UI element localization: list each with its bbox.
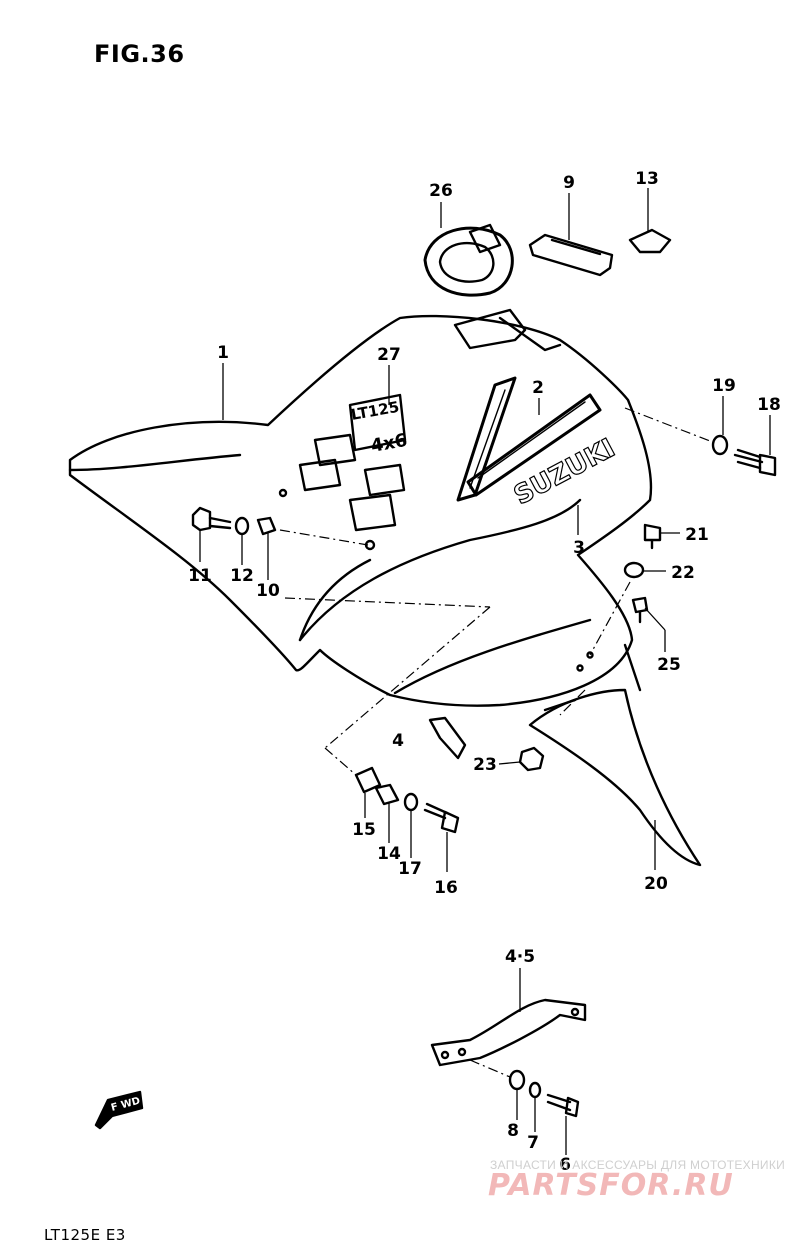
callout-1: 1: [217, 343, 229, 363]
mud-flap: [528, 688, 702, 867]
strap-ring-26: [423, 223, 514, 297]
callout-4: 4: [392, 731, 404, 751]
washer-22: [623, 561, 645, 579]
callout-13: 13: [635, 169, 659, 189]
callout-19: 19: [712, 376, 736, 396]
fender-seat-ridge: [298, 498, 582, 642]
rear-fender: [68, 314, 653, 707]
collar-14: [374, 783, 400, 806]
callout-11: 11: [188, 566, 212, 586]
grommet-15: [354, 766, 382, 794]
callout-26: 26: [429, 181, 453, 201]
callout-8: 8: [507, 1121, 519, 1141]
collar-10: [256, 516, 277, 536]
figure-title: FIG.36: [94, 40, 185, 68]
callout-10: 10: [256, 581, 280, 601]
callout-25: 25: [657, 655, 681, 675]
watermark-tagline: ЗАПЧАСТИ И АКСЕССУАРЫ ДЛЯ МОТОТЕХНИКИ: [490, 1158, 786, 1172]
model-code: LT125E E3: [44, 1226, 126, 1244]
bracket-4-5: [430, 998, 587, 1067]
bracket-plate-9: [528, 233, 614, 277]
callout-6: 6: [559, 1155, 571, 1175]
callout-20: 20: [644, 874, 668, 894]
callout-12: 12: [230, 566, 254, 586]
screw-25: [631, 596, 649, 624]
callout-4-5: 4·5: [505, 947, 535, 967]
callout-9: 9: [563, 173, 575, 193]
lt125-lettering: LT125: [350, 398, 401, 424]
bolt-16: [423, 802, 460, 834]
washer-12: [234, 516, 250, 536]
fender-side-line: [298, 558, 372, 642]
washer-8: [508, 1069, 526, 1091]
fwd-arrow-shape: [94, 1090, 144, 1130]
callout-18: 18: [757, 395, 781, 415]
suzuki-decal: [456, 376, 602, 502]
callout-23: 23: [473, 755, 497, 775]
callout-17: 17: [398, 859, 422, 879]
callout-2: 2: [532, 378, 544, 398]
callout-22: 22: [671, 563, 695, 583]
lock-washer-7: [528, 1081, 542, 1099]
fender-edge-inner: [68, 453, 242, 472]
bolt-11: [191, 506, 232, 532]
callout-15: 15: [352, 820, 376, 840]
callout-27: 27: [377, 345, 401, 365]
washer-19: [711, 434, 729, 456]
washer-17: [403, 792, 419, 812]
screw-21: [643, 523, 662, 550]
clip-24: [428, 716, 467, 760]
badge-drive-lettering: 4x6: [369, 430, 409, 457]
callout-16: 16: [434, 878, 458, 898]
watermark-site: PARTSFOR.RU: [488, 1168, 734, 1203]
callout-14: 14: [377, 844, 401, 864]
callout-21: 21: [685, 525, 709, 545]
suzuki-lettering: SUZUKI: [509, 433, 620, 511]
seat-rail: [453, 308, 527, 350]
nut-23: [518, 746, 545, 772]
lt125-decal: [298, 393, 407, 532]
fender-lower-curve: [393, 618, 592, 695]
callout-7: 7: [527, 1133, 539, 1153]
bolt-6: [546, 1093, 580, 1118]
bolt-18: [733, 448, 777, 477]
clip-nut-13: [628, 228, 672, 254]
callout-3: 3: [573, 538, 585, 558]
